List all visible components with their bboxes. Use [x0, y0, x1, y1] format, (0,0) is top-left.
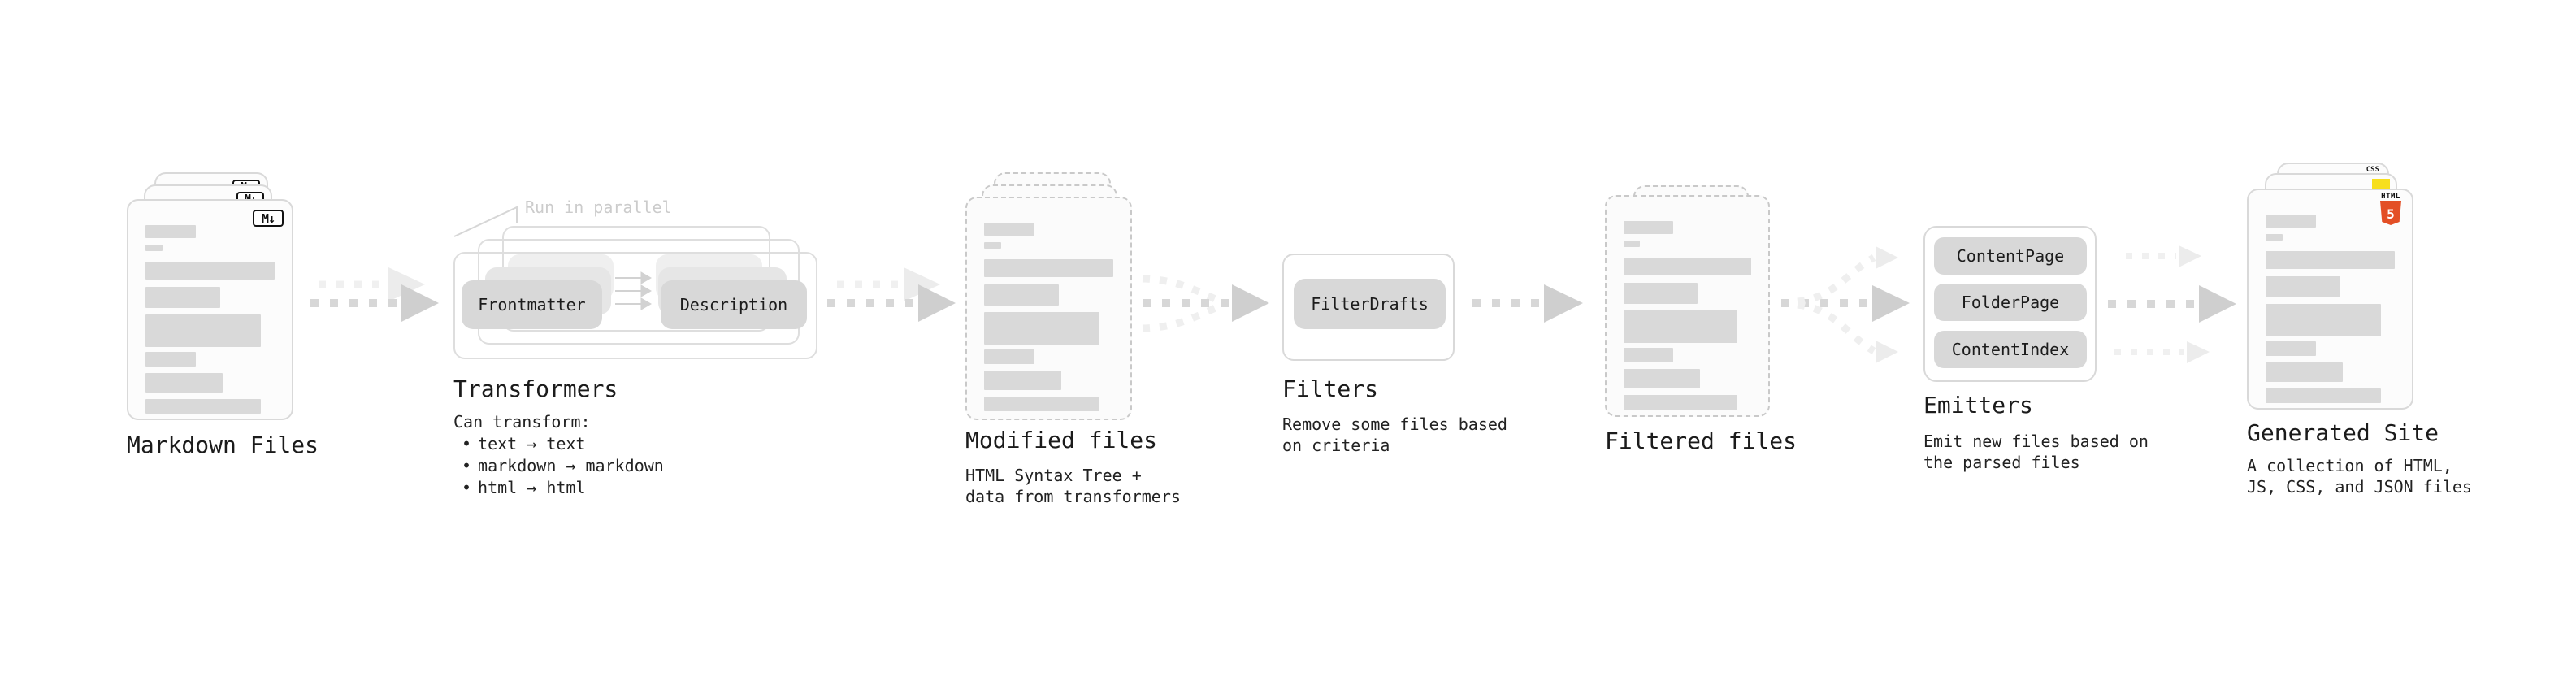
markdown-file-card-front: M↓ — [127, 199, 293, 420]
transformer-layer-front — [453, 252, 817, 359]
text-line-bar — [1624, 241, 1641, 247]
bullet-dot: • — [462, 478, 472, 497]
text-line-bar — [1624, 258, 1751, 275]
text-line-bar — [984, 397, 1099, 411]
description-line: on criteria — [1282, 436, 1390, 455]
text-line-bar — [2266, 341, 2316, 356]
text-line-bar — [2266, 276, 2341, 297]
description-pill: Description — [661, 280, 807, 329]
text-line-bar — [1624, 369, 1701, 388]
css-icon-text: CSS — [2366, 166, 2379, 174]
arrow-filters-to-filtered — [1472, 284, 1583, 323]
bullet-item: • text → text — [453, 433, 664, 455]
text-line-bar — [1624, 348, 1674, 362]
text-line-bar — [984, 223, 1034, 236]
arrow-filtered-to-emitters-fanout — [1781, 246, 1910, 363]
arrow-transformers-to-modified — [827, 267, 956, 322]
text-line-bar — [1624, 310, 1737, 343]
bullet-text: text → text — [478, 434, 586, 453]
text-line-bar — [145, 373, 223, 393]
generated-site-description: A collection of HTML, JS, CSS, and JSON … — [2247, 455, 2472, 497]
generated-site-label: Generated Site — [2247, 419, 2439, 446]
filterdrafts-pill: FilterDrafts — [1294, 279, 1446, 329]
text-line-bar — [1624, 283, 1698, 304]
emitters-description: Emit new files based on the parsed files — [1923, 431, 2149, 473]
bullet-dot: • — [462, 456, 472, 475]
description-line: the parsed files — [1923, 453, 2080, 472]
description-line: A collection of HTML, — [2247, 456, 2452, 475]
text-line-bar — [984, 349, 1034, 364]
frontmatter-pill: Frontmatter — [462, 280, 602, 329]
text-line-bar — [145, 245, 163, 251]
text-line-bar — [2266, 362, 2344, 382]
transformers-label: Transformers — [453, 375, 618, 402]
text-line-bar — [145, 352, 196, 367]
transformers-description: Can transform: • text → text • markdown → … — [453, 411, 664, 499]
text-line-bar — [145, 287, 221, 308]
description-line: data from transformers — [965, 487, 1181, 506]
arrow-markdown-to-transformers — [310, 267, 439, 322]
modified-files-description: HTML Syntax Tree + data from transformer… — [965, 465, 1181, 507]
filtered-files-label: Filtered files — [1605, 427, 1798, 454]
text-line-bar — [2266, 388, 2381, 403]
text-line-bar — [2266, 215, 2316, 228]
text-line-bar — [145, 399, 261, 414]
bullet-text: html → html — [478, 478, 586, 497]
document-text-placeholder — [2266, 215, 2395, 403]
bullet-dot: • — [462, 434, 472, 453]
document-text-placeholder — [984, 223, 1113, 411]
emitters-label: Emitters — [1923, 392, 2033, 419]
contentpage-pill: ContentPage — [1934, 237, 2087, 275]
arrow-modified-to-filters-fanin — [1142, 275, 1269, 332]
html5-icon-text: HTML — [2381, 193, 2400, 201]
bullet-item: • html → html — [453, 477, 664, 499]
text-line-bar — [1624, 221, 1674, 234]
document-text-placeholder — [1624, 221, 1751, 410]
arrow-emitters-to-site — [2108, 245, 2236, 363]
text-line-bar — [2266, 234, 2283, 241]
description-line: HTML Syntax Tree + — [965, 466, 1142, 485]
site-file-card-html: HTML 5 — [2247, 189, 2413, 410]
run-in-parallel-annotation: Run in parallel — [525, 197, 672, 217]
text-line-bar — [984, 259, 1113, 277]
text-line-bar — [145, 314, 261, 347]
markdown-files-label: Markdown Files — [127, 432, 319, 458]
bullet-text: markdown → markdown — [478, 456, 664, 475]
description-line: JS, CSS, and JSON files — [2247, 477, 2472, 497]
document-text-placeholder — [145, 225, 275, 414]
html5-number: 5 — [2387, 206, 2395, 222]
filters-label: Filters — [1282, 375, 1379, 402]
bullet-item: • markdown → markdown — [453, 455, 664, 477]
text-line-bar — [145, 262, 275, 280]
contentindex-pill: ContentIndex — [1934, 331, 2087, 368]
modified-files-label: Modified files — [965, 427, 1158, 453]
can-transform-heading: Can transform: — [453, 412, 591, 432]
text-line-bar — [984, 371, 1062, 390]
text-line-bar — [1624, 395, 1737, 410]
html5-icon: HTML 5 — [2380, 193, 2401, 225]
markdown-icon: M↓ — [253, 210, 284, 227]
text-line-bar — [984, 312, 1099, 345]
text-line-bar — [2266, 304, 2381, 336]
modified-file-card-front — [965, 197, 1132, 420]
filtered-file-card-front — [1605, 195, 1770, 417]
text-line-bar — [984, 284, 1060, 306]
text-line-bar — [145, 225, 196, 238]
folderpage-pill: FolderPage — [1934, 284, 2087, 321]
description-line: Emit new files based on — [1923, 432, 2149, 451]
html5-shield: 5 — [2380, 201, 2401, 225]
description-line: Remove some files based — [1282, 414, 1507, 434]
text-line-bar — [2266, 251, 2395, 269]
filters-description: Remove some files based on criteria — [1282, 414, 1507, 456]
text-line-bar — [984, 242, 1001, 249]
